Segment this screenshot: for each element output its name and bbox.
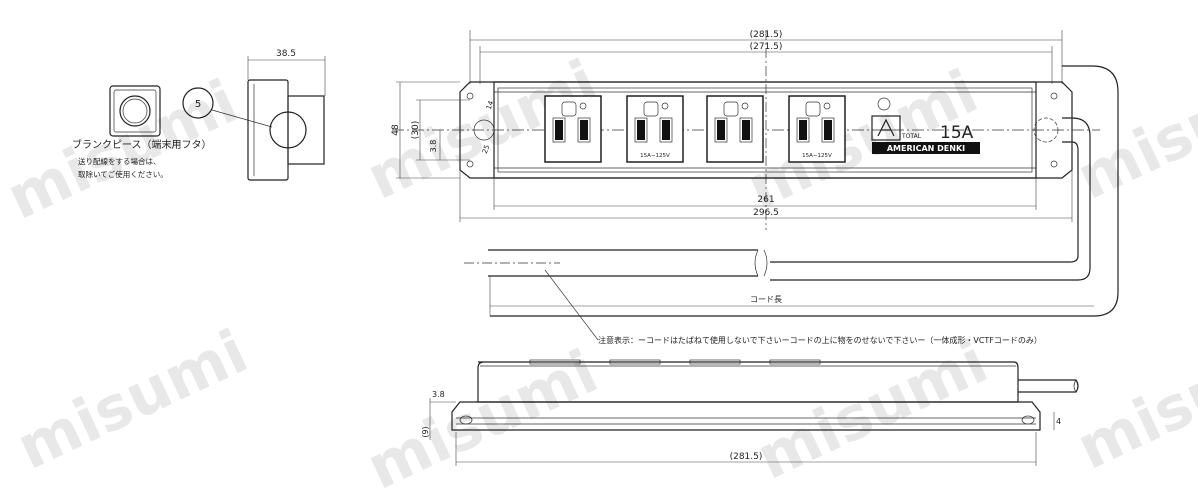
dim-38-5: 38.5	[276, 49, 296, 59]
caution-note: 注意表示：ーコードはたばねて使用しないで下さいーコードの上に物をのせないで下さい…	[598, 335, 1042, 345]
callout-number: 5	[195, 99, 201, 110]
dim-271-5: (271.5)	[750, 42, 783, 52]
blank-piece-note-2: 取除いてご使用ください。	[78, 169, 168, 179]
dim-3-8-top: 3.8	[429, 140, 438, 153]
power-cord: コード長 注意表示：ーコードはたばねて使用しないで下さいーコードの上に物をのせな…	[464, 65, 1119, 345]
blank-piece-view: ブランクピース（端末用フタ） 送り配線をする場合は、 取除いてご使用ください。	[72, 85, 212, 179]
socket-4: 15A−125V	[788, 95, 846, 163]
watermark: misumi	[747, 327, 998, 494]
watermark: misumi	[7, 317, 258, 484]
socket-3	[706, 95, 764, 163]
dim-296-5: 296.5	[753, 208, 779, 218]
callout-5: 5	[182, 87, 273, 128]
dim-48: 48	[391, 124, 401, 136]
dim-4: 4	[1056, 417, 1061, 426]
watermark: misumi	[357, 337, 608, 500]
top-view: (281.5) (271.5)	[391, 30, 1100, 230]
dim-3-8-side: 3.8	[432, 390, 445, 399]
brand-panel: TOTAL 15A AMERICAN DENKI	[871, 97, 980, 154]
total-label: TOTAL	[901, 133, 922, 140]
cord-length-label: コード長	[750, 295, 782, 304]
blank-piece-note-1: 送り配線をする場合は、	[78, 156, 161, 166]
brand-name: AMERICAN DENKI	[887, 144, 965, 153]
dim-281-5-bottom: (281.5)	[730, 452, 763, 462]
dim-9: (9)	[421, 426, 430, 437]
side-view: 3.8 (9) 4 (281.5)	[421, 359, 1079, 466]
amperage-label: 15A	[940, 123, 974, 143]
socket-1	[544, 95, 602, 163]
dim-30: (30)	[411, 121, 421, 139]
socket-2: 15A−125V	[626, 95, 684, 163]
rating-label: 15A−125V	[802, 153, 832, 159]
dim-14: 14	[485, 99, 496, 111]
end-cap-side-view: 38.5	[247, 49, 326, 181]
dim-25: 25	[481, 144, 492, 155]
blank-piece-label: ブランクピース（端末用フタ）	[72, 138, 212, 151]
watermark: misumi	[1067, 47, 1198, 214]
dim-261: 261	[757, 195, 774, 205]
watermark: misumi	[1067, 317, 1198, 484]
rating-label: 15A−125V	[640, 153, 670, 159]
